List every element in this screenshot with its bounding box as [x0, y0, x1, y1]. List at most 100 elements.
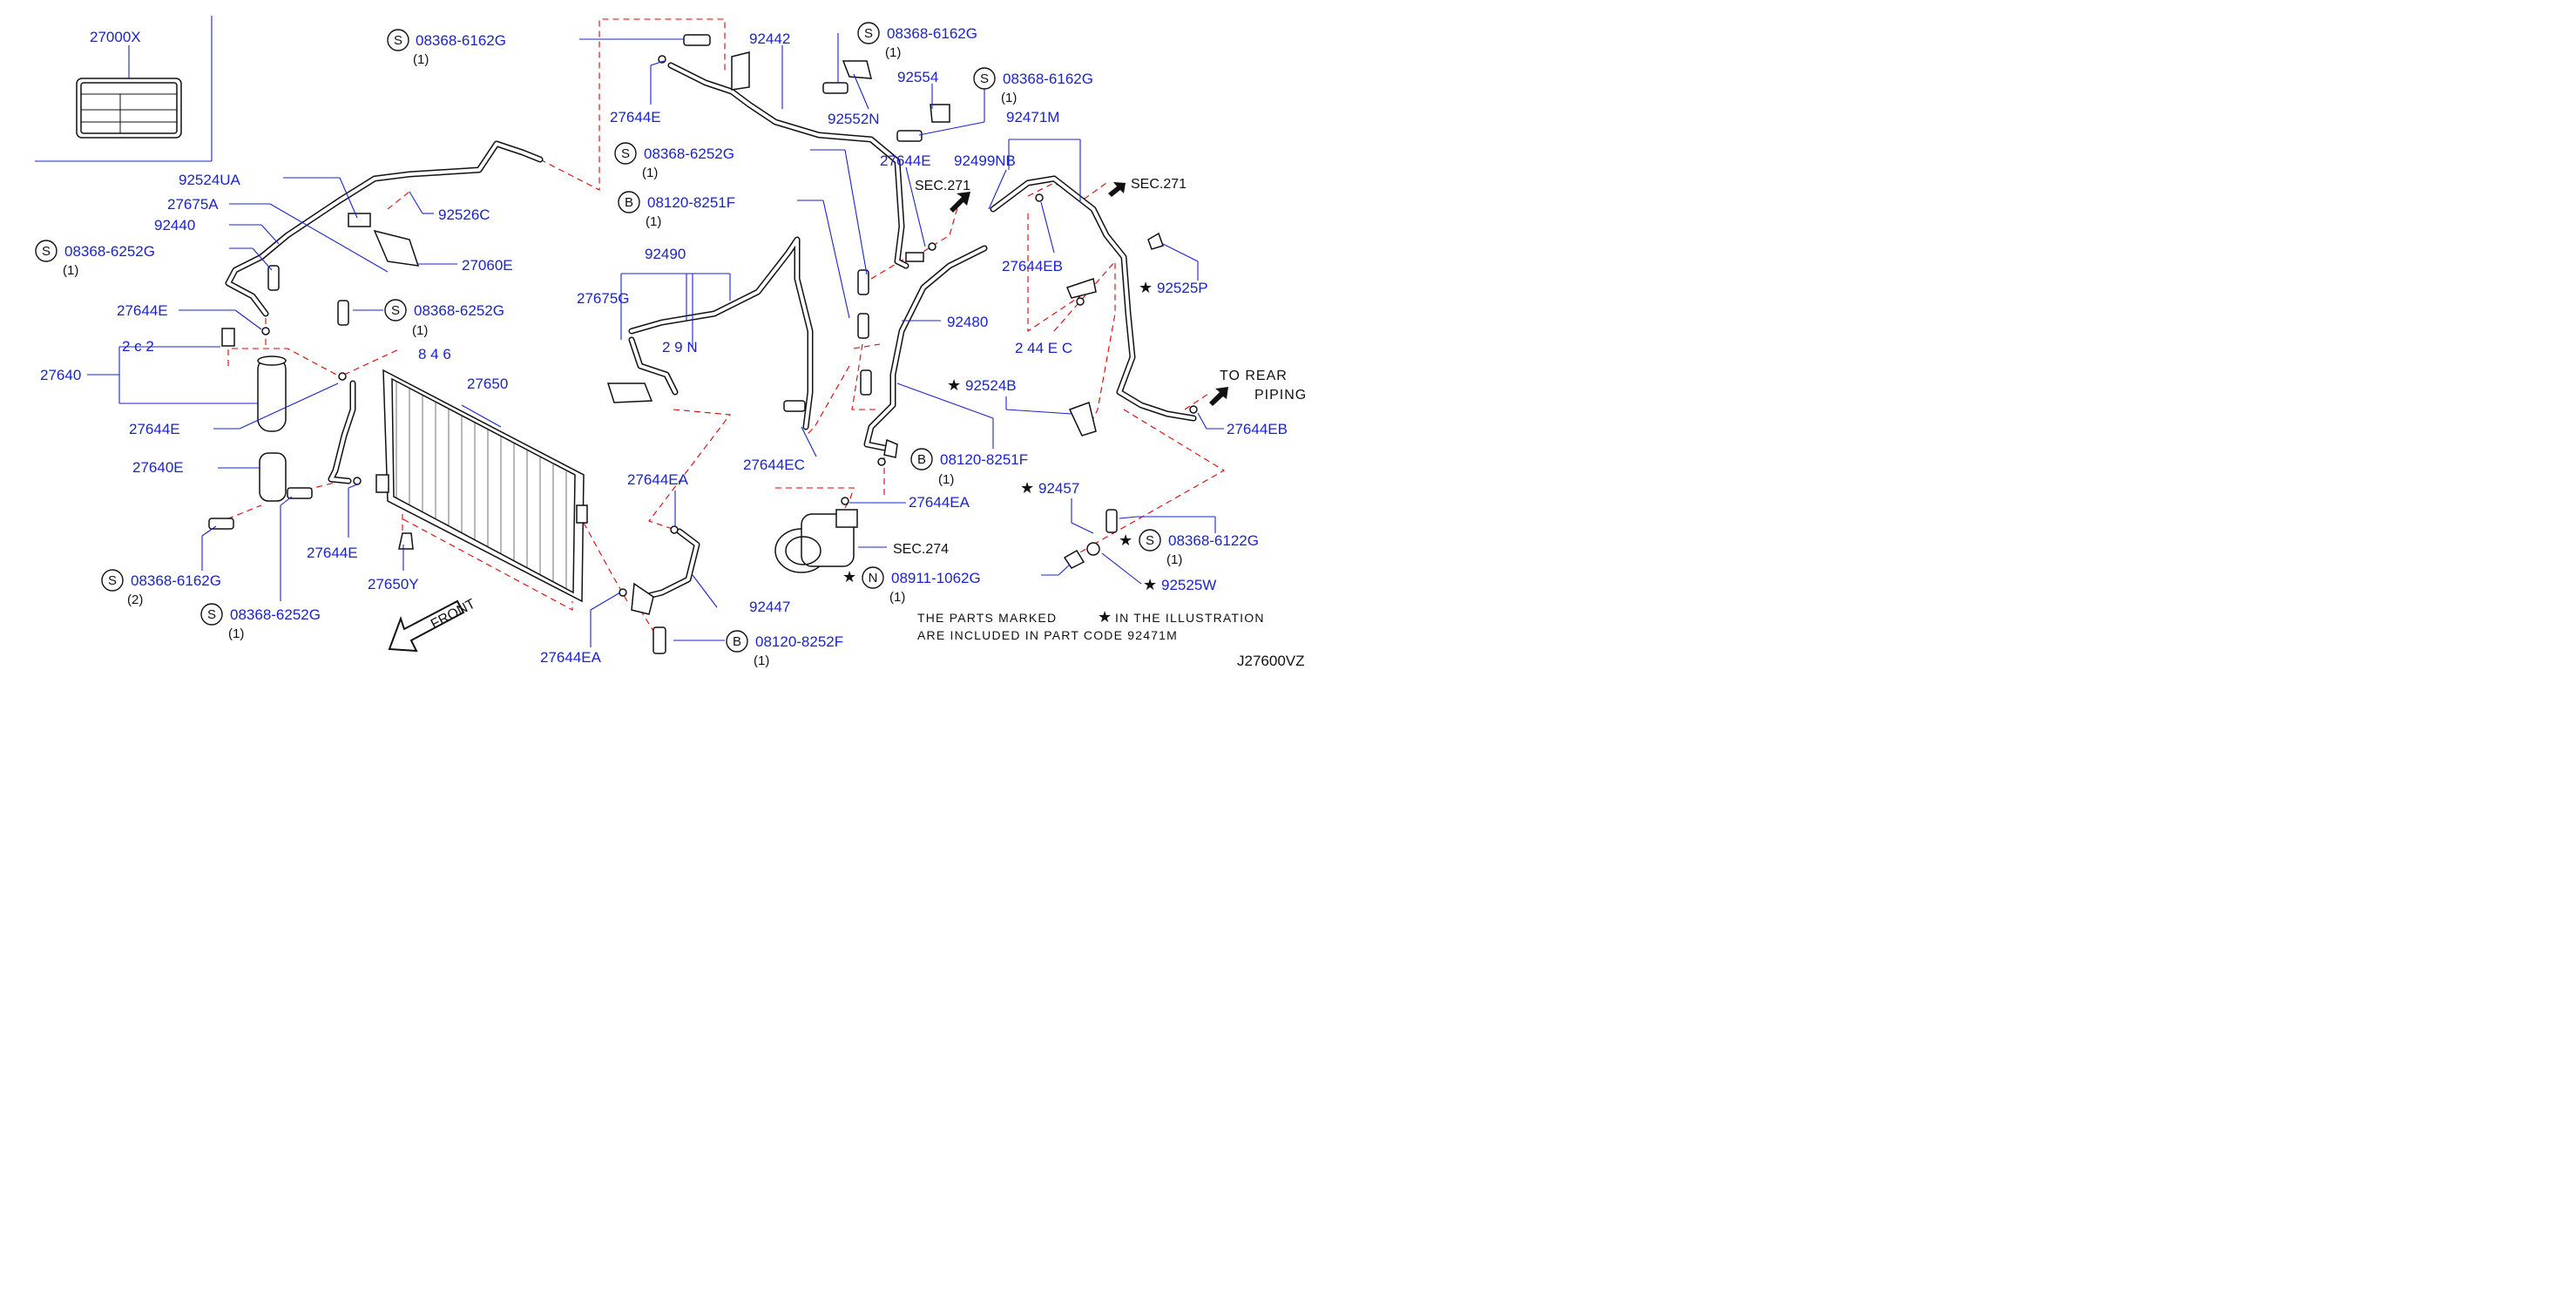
condenser-27650 [375, 369, 588, 603]
star-icon: ★ [1143, 576, 1157, 594]
callout-code: 08368-6252G [230, 606, 321, 623]
star-icon: ★ [1139, 279, 1153, 297]
diagram-code: J27600VZ [1237, 653, 1305, 669]
star-icon: ★ [1119, 531, 1132, 550]
callout-qty: (2) [127, 592, 143, 607]
section-ref-274: SEC.274 [893, 542, 949, 557]
callout-prefix: S [1146, 533, 1154, 548]
label-27644eb-a: 27644EB [1002, 258, 1063, 274]
note-line-1b: IN THE ILLUSTRATION [1115, 611, 1265, 625]
label-92440: 92440 [154, 217, 195, 234]
callout-qty: (1) [1001, 91, 1017, 105]
callout-prefix: B [917, 452, 926, 467]
to-rear-text: TO REAR [1220, 369, 1288, 383]
label-92442: 92442 [749, 30, 790, 47]
label-27644ea-c: 27644EA [540, 649, 602, 666]
note-line-2: ARE INCLUDED IN PART CODE 92471M [917, 628, 1178, 642]
label-92471m: 92471M [1006, 109, 1059, 125]
callout-prefix: B [625, 195, 633, 210]
label-92526c: 92526C [438, 206, 490, 223]
callout-qty: (1) [63, 263, 78, 278]
label-27644ec: 27644EC [743, 457, 805, 473]
callout-code: 08368-6122G [1168, 532, 1259, 549]
ac-piping-parts-diagram: 27000X [35, 16, 1307, 669]
label-92554: 92554 [897, 69, 938, 85]
leader-lines [87, 33, 1224, 647]
label-27640: 27640 [40, 367, 81, 383]
label-27644e-d: 27644E [610, 109, 661, 125]
label-27675g: 27675G [577, 290, 630, 307]
label-92552n: 92552N [828, 111, 880, 127]
label-27644e-c: 27644E [307, 545, 358, 561]
callout-code: 08368-6162G [131, 572, 221, 589]
label-partial-center: 2 9 N [662, 339, 698, 355]
callout-prefix: S [864, 26, 873, 41]
section-ref-271-a: SEC.271 [915, 179, 970, 193]
callout-code: 08120-8251F [940, 451, 1028, 468]
piping-text: PIPING [1254, 388, 1307, 403]
callout-qty: (1) [889, 590, 905, 605]
dashed-guides [217, 18, 1226, 646]
callout-code: 08368-6252G [64, 243, 155, 260]
callout-prefix: S [980, 71, 989, 86]
callout-qty: (1) [885, 45, 901, 60]
callout-prefix: B [733, 634, 741, 649]
callout-code: 08120-8252F [755, 633, 843, 650]
callout-code: 08368-6162G [887, 25, 977, 42]
callout-prefix: S [394, 33, 402, 48]
star-icon: ★ [1020, 479, 1034, 498]
label-27060e: 27060E [462, 257, 513, 274]
star-markers: ★ ★ ★ ★ ★ ★ ★ [842, 279, 1157, 626]
label-92525p: 92525P [1157, 280, 1208, 296]
callout-qty: (1) [413, 52, 429, 67]
label-partial-right: 2 44 E C [1015, 340, 1072, 356]
label-92499nb: 92499NB [954, 152, 1016, 169]
callout-qty: (1) [228, 626, 244, 641]
star-icon: ★ [1098, 608, 1112, 626]
callout-code: 08911-1062G [891, 570, 981, 586]
callout-qty: (1) [1166, 552, 1182, 567]
label-92524ua: 92524UA [179, 172, 241, 188]
label-27650y: 27650Y [368, 576, 419, 592]
label-27640e: 27640E [132, 459, 184, 476]
part-labels: 92524UA 27675A 92440 92526C 27060E 27644… [40, 30, 1288, 666]
label-92457: 92457 [1038, 480, 1079, 497]
label-92490: 92490 [645, 246, 686, 262]
arrow-icon [1108, 182, 1126, 197]
label-27644e-b: 27644E [129, 421, 180, 437]
star-icon: ★ [842, 568, 856, 586]
front-text: FRONT [429, 597, 478, 633]
star-icon: ★ [947, 376, 961, 395]
callout-qty: (1) [642, 166, 658, 180]
label-92480: 92480 [947, 314, 988, 330]
arrow-icon [950, 192, 970, 213]
callout-prefix: S [207, 607, 216, 622]
callout-prefix: S [42, 244, 51, 259]
note-line-1a: THE PARTS MARKED [917, 611, 1057, 625]
callout-code: 08120-8251F [647, 194, 735, 211]
callout-code: 08368-6252G [414, 302, 504, 319]
compressor [774, 509, 858, 573]
label-92525w: 92525W [1161, 577, 1216, 593]
section-ref-271-b: SEC.271 [1131, 177, 1187, 192]
bolts-and-clips [208, 34, 1198, 654]
label-27675a: 27675A [167, 196, 219, 213]
receiver-drier-27640 [221, 328, 287, 502]
label-27644ea-b: 27644EA [909, 494, 970, 511]
label-27644ea-a: 27644EA [627, 471, 689, 488]
callout-prefix: S [391, 303, 400, 318]
callout-prefix: S [108, 573, 117, 588]
label-plate-group: 27000X [35, 16, 213, 162]
label-27000x: 27000X [90, 29, 141, 45]
callout-prefix: S [621, 146, 630, 161]
label-partial-left: 2 c 2 [122, 338, 154, 355]
label-27644eb-b: 27644EB [1227, 421, 1288, 437]
label-27650: 27650 [467, 376, 508, 392]
label-partial-mid: 8 4 6 [418, 346, 451, 362]
pipes [225, 62, 1197, 600]
callout-qty: (1) [412, 323, 428, 338]
footnote: THE PARTS MARKED IN THE ILLUSTRATION ARE… [917, 611, 1305, 669]
callout-code: 08368-6252G [644, 146, 734, 162]
label-27644e-e: 27644E [880, 152, 931, 169]
label-27644e-a: 27644E [117, 302, 168, 319]
